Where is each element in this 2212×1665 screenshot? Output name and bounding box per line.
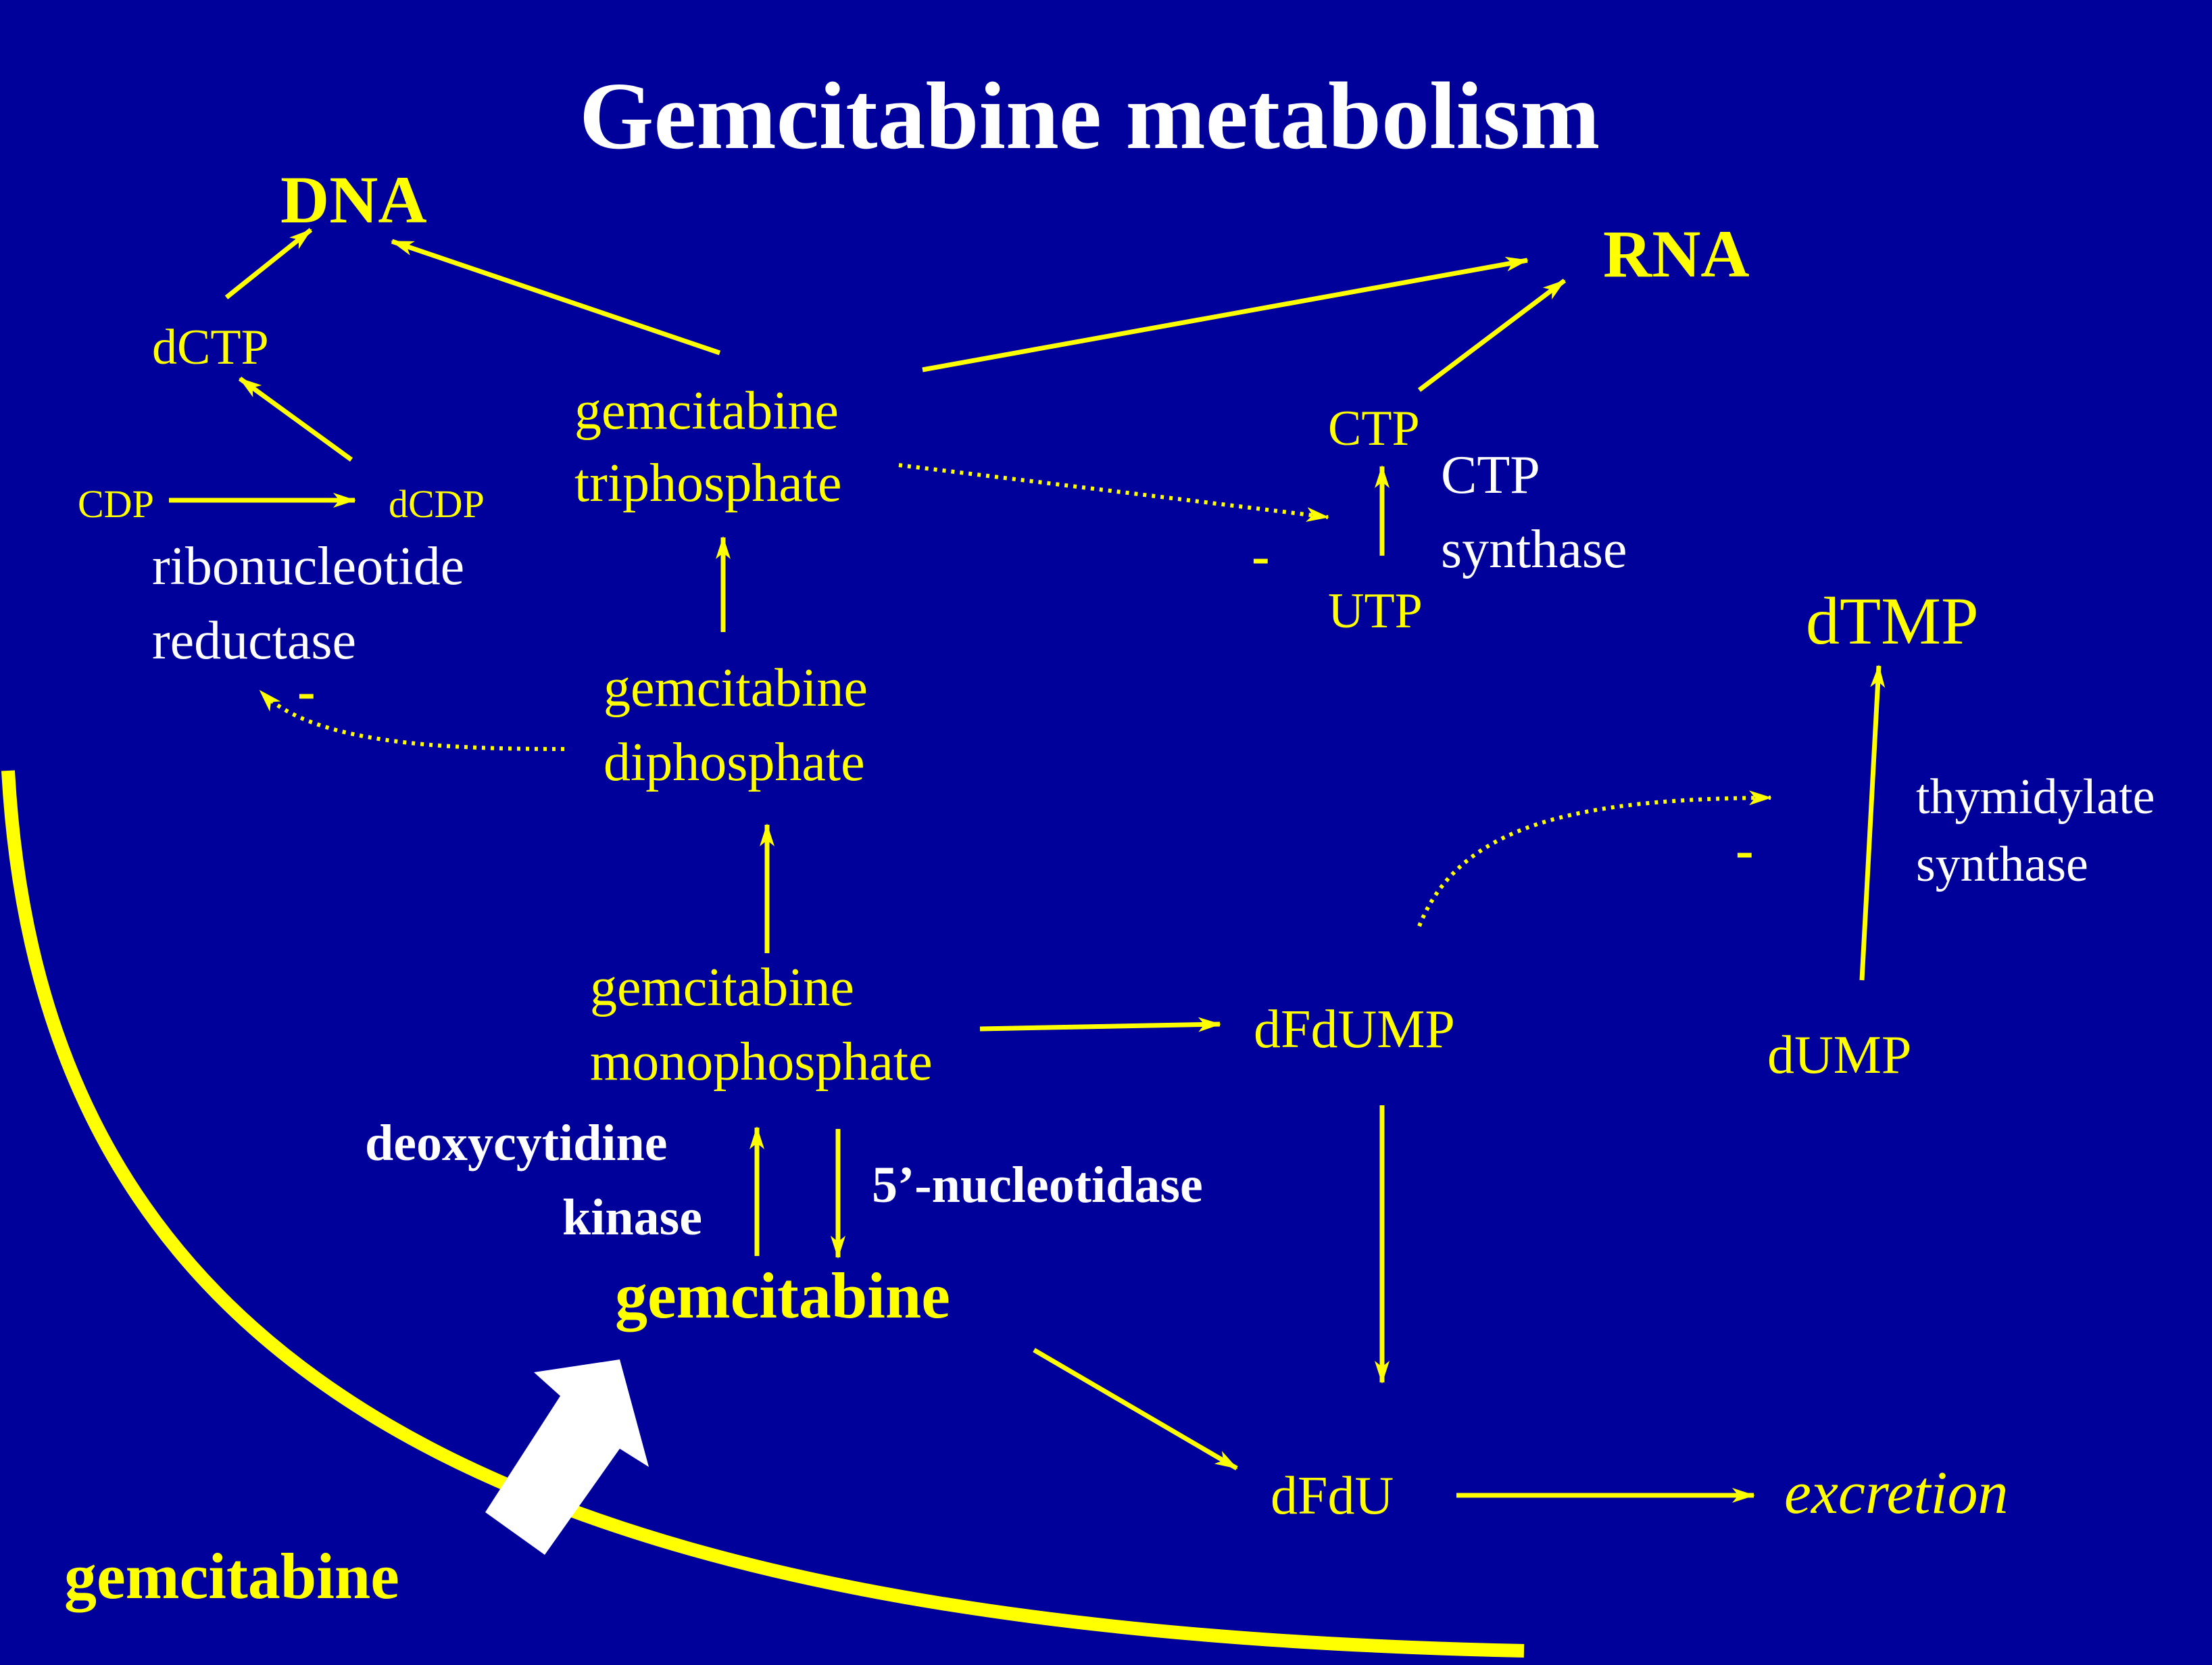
node-dfdump: dFdUMP <box>1254 1000 1455 1059</box>
node-dfdu: dFdU <box>1271 1466 1394 1526</box>
node-gemcitabine-triphosphate-line2: triphosphate <box>574 454 842 513</box>
node-gemcitabine-triphosphate-line1: gemcitabine <box>574 381 839 441</box>
node-rna: RNA <box>1603 216 1750 291</box>
enzyme-rnr-line1: ribonucleotide <box>152 537 465 596</box>
arrow-gemtp-to-rna <box>922 256 1529 372</box>
arrow-dump-to-dtmp <box>1859 665 1886 981</box>
arrow-gemtp-to-dna <box>391 239 721 356</box>
enzyme-thymidylate-synthase-line2: synthase <box>1916 837 2088 892</box>
node-utp: UTP <box>1328 583 1423 639</box>
node-dump: dUMP <box>1767 1025 1912 1085</box>
node-dna: DNA <box>280 162 427 237</box>
uptake-arrow-icon <box>485 1359 649 1555</box>
inhibition-mark-thymidylate-synthase: - <box>1736 821 1754 880</box>
node-dctp: dCTP <box>152 320 269 375</box>
inhibition-mark-rnr: - <box>297 662 316 721</box>
enzyme-ctp-synthase-line2: synthase <box>1441 520 1627 579</box>
node-excretion: excretion <box>1784 1459 2009 1526</box>
node-gemcitabine-intracellular: gemcitabine <box>615 1259 950 1332</box>
cell-membrane <box>1 770 1525 1658</box>
inhibit-arrow-rnr <box>258 689 565 751</box>
node-cdp: CDP <box>78 482 154 526</box>
node-gemcitabine-monophosphate-line2: monophosphate <box>590 1032 933 1092</box>
enzyme-ctp-synthase-line1: CTP <box>1441 445 1540 505</box>
enzyme-thymidylate-synthase-line1: thymidylate <box>1916 769 2155 825</box>
arrow-gem-to-dfdu <box>1033 1347 1238 1471</box>
page-title: Gemcitabine metabolism <box>579 62 1600 169</box>
node-gemcitabine-diphosphate-line1: gemcitabine <box>604 658 868 718</box>
node-dcdp: dCDP <box>389 482 485 526</box>
enzyme-rnr-line2: reductase <box>152 611 357 671</box>
enzyme-5-nucleotidase: 5’-nucleotidase <box>872 1157 1203 1213</box>
inhibition-mark-ctp-synthase: - <box>1252 527 1270 586</box>
node-gemcitabine-diphosphate-line2: diphosphate <box>604 733 865 792</box>
arrow-dcdp-to-dctp <box>238 377 353 462</box>
node-ctp: CTP <box>1328 401 1420 456</box>
inhibit-arrow-thymidylate-synthase <box>1417 790 1772 927</box>
arrow-gemmp-to-dfdump <box>979 1017 1221 1032</box>
inhibit-arrow-ctp-synthase <box>898 463 1329 523</box>
node-gemcitabine-extracellular: gemcitabine <box>64 1540 399 1612</box>
enzyme-deoxycytidine-kinase-line1: deoxycytidine <box>365 1115 668 1172</box>
enzyme-deoxycytidine-kinase-line2: kinase <box>562 1189 702 1246</box>
node-gemcitabine-monophosphate-line1: gemcitabine <box>590 958 854 1017</box>
node-dtmp: dTMP <box>1806 583 1979 658</box>
arrow-ctp-to-rna <box>1417 279 1567 392</box>
arrow-dctp-to-dna <box>224 228 313 299</box>
